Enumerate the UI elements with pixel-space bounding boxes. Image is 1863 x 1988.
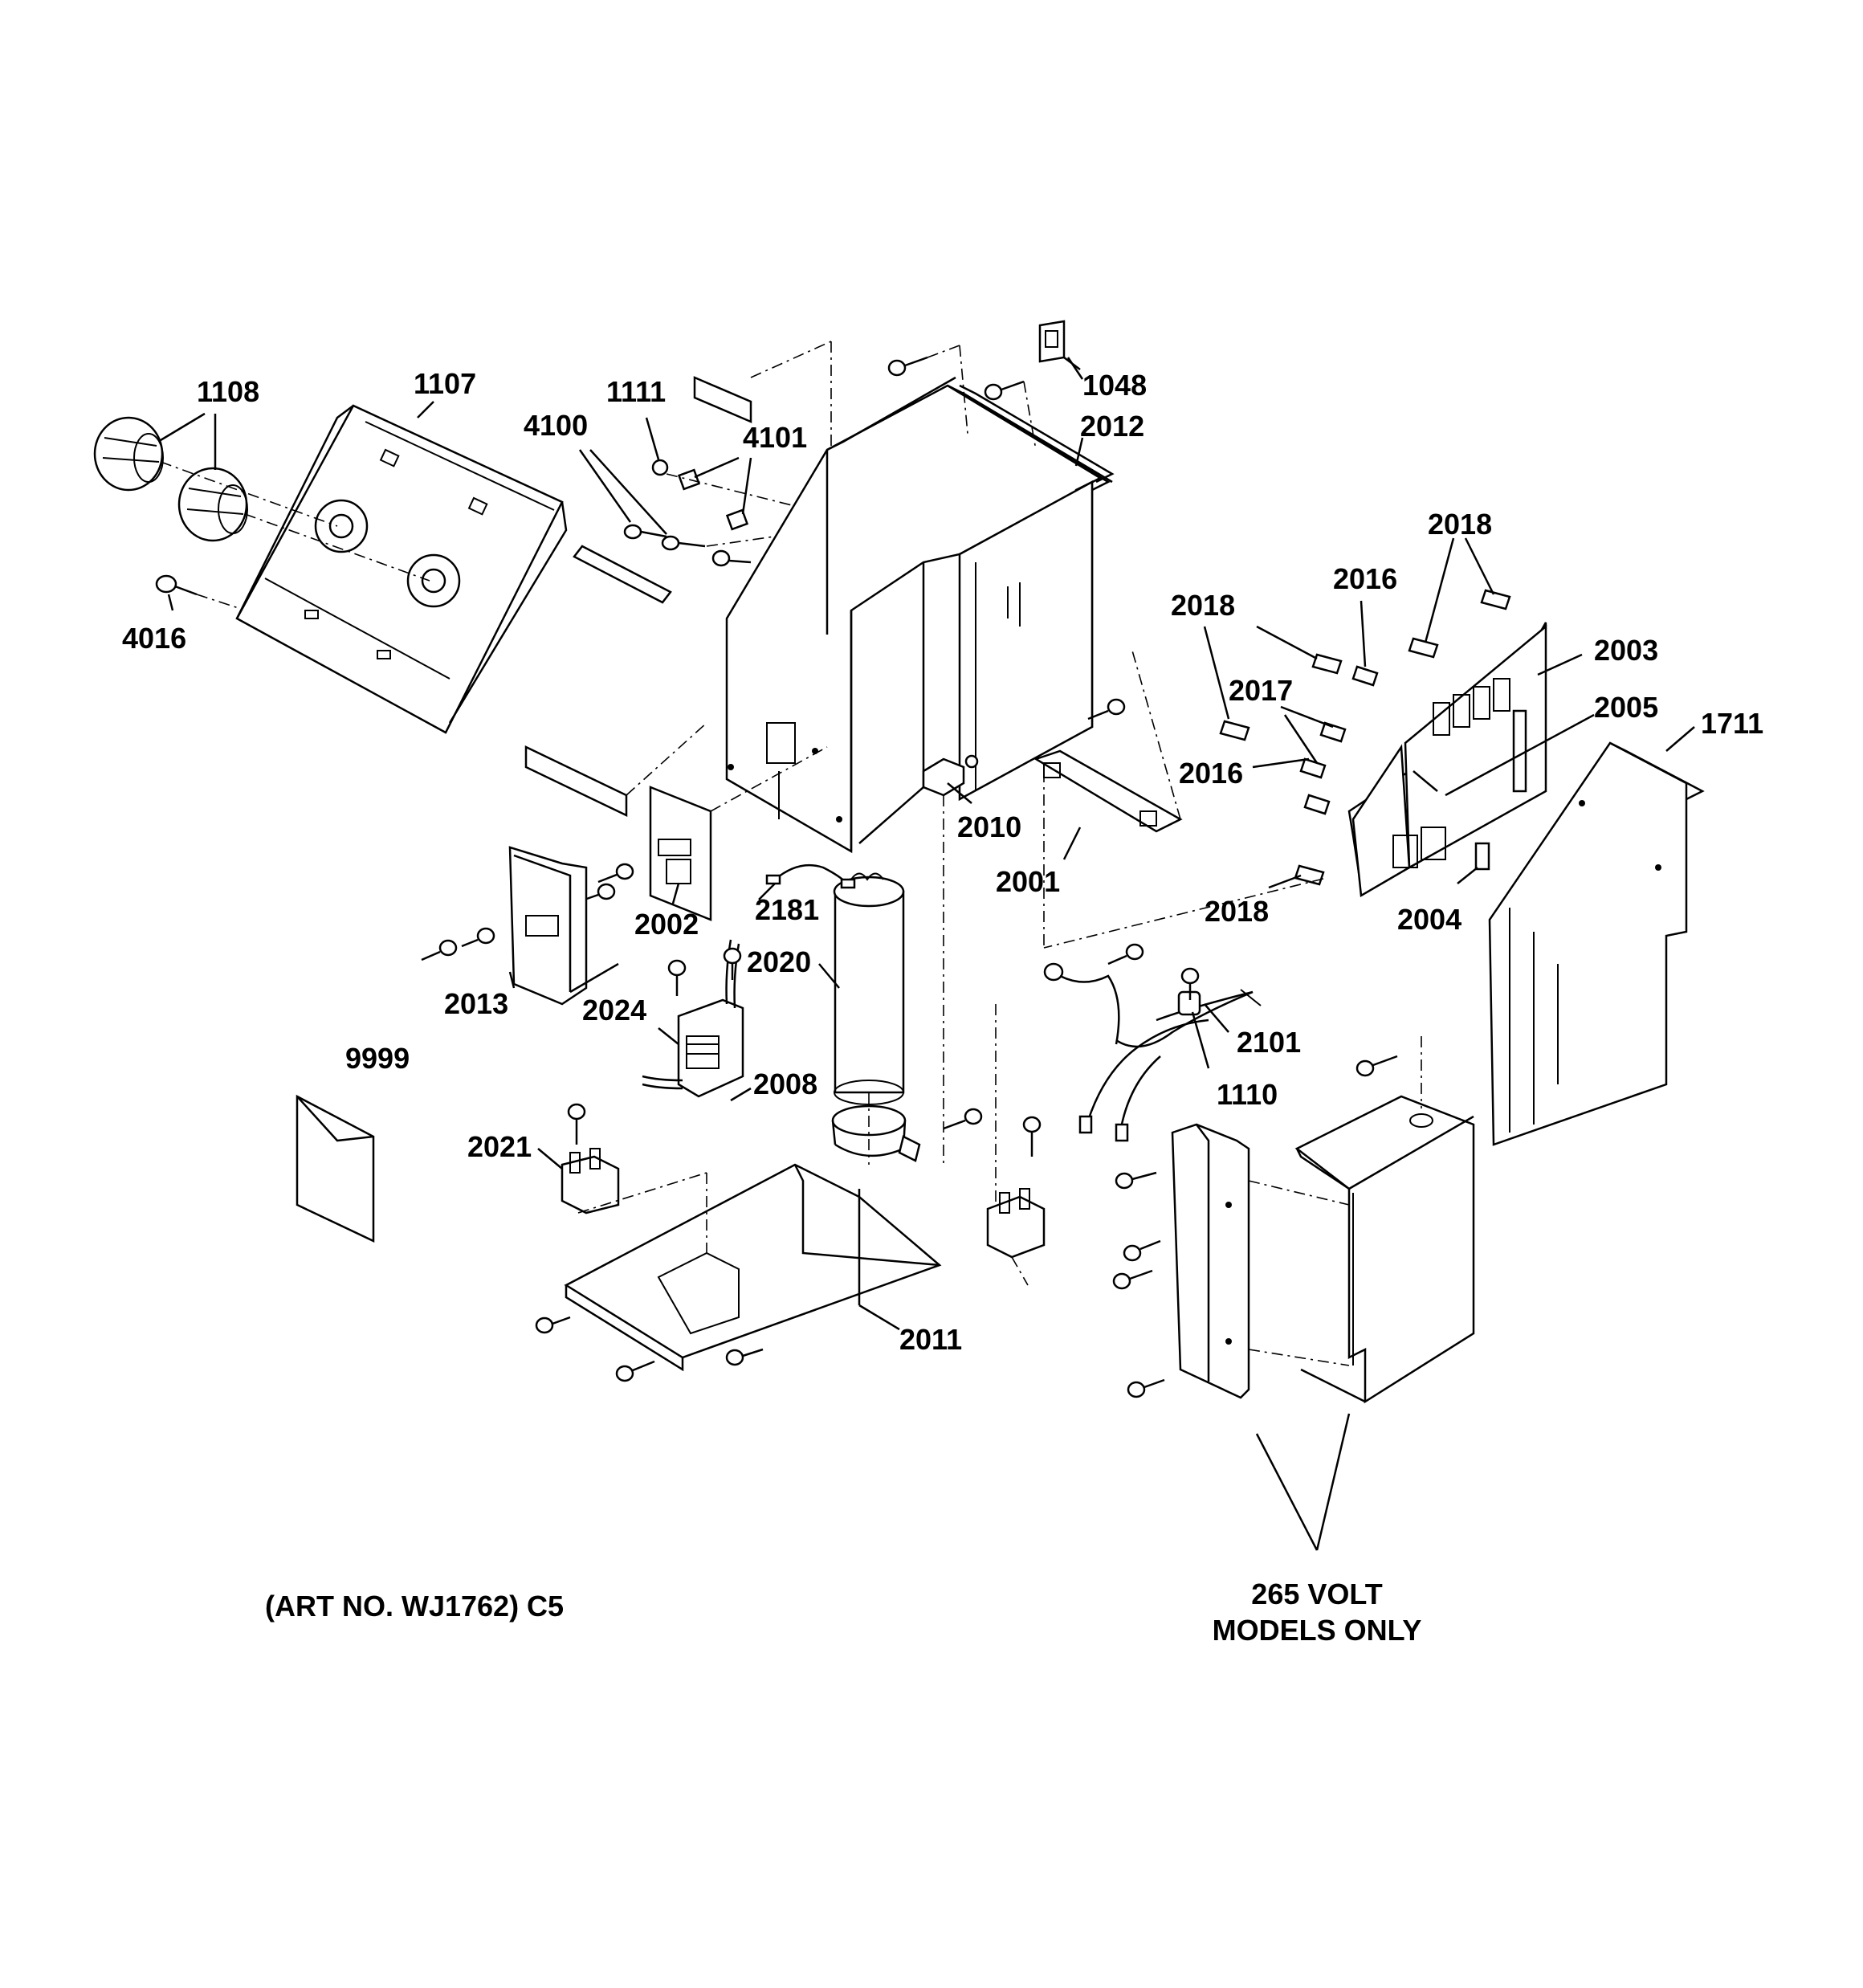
part-label-2018-upper: 2018 [1428,508,1492,541]
relay-2010-drawing [922,754,997,1237]
part-label-2003: 2003 [1594,634,1658,667]
leader-lines [160,357,1695,1551]
part-label-2021: 2021 [467,1130,532,1163]
circuit-board-2003-drawing [1347,622,1547,898]
part-label-2017: 2017 [1229,674,1293,707]
envelope-drawing [296,1094,375,1243]
voltage-note-line2: MODELS ONLY [1213,1614,1422,1647]
part-label-1107: 1107 [414,367,476,400]
control-panel-drawing [235,404,568,734]
relay-2021-drawing [561,1103,620,1214]
part-label-2004: 2004 [1397,903,1461,936]
part-label-2012: 2012 [1080,410,1144,443]
part-label-1711: 1711 [1701,707,1763,740]
part-label-1108: 1108 [197,375,259,408]
part-label-1110: 1110 [1217,1078,1278,1111]
base-plate-2011-drawing [535,1108,983,1382]
bracket-265v-drawing [1112,1123,1250,1399]
part-label-1048: 1048 [1082,369,1147,402]
voltage-note-line1: 265 VOLT [1251,1578,1382,1610]
notes: 265 VOLT MODELS ONLY (ART NO. WJ1762) C5 [265,1578,1421,1647]
part-labels: 1108 1107 1111 4100 4101 4016 1048 2012 … [122,367,1763,1356]
part-label-4100: 4100 [524,409,588,442]
part-label-4101: 4101 [743,421,807,454]
hardware-fasteners-drawing [623,459,828,551]
cover-265v-drawing [1248,1036,1475,1404]
board-2001-drawing [1033,650,1183,948]
wire-2181-drawing [765,863,856,889]
screws-top-drawing [711,345,1126,720]
enclosure-2013-drawing [421,846,619,1006]
part-label-9999: 9999 [345,1042,410,1075]
switch-drawing [1038,320,1081,370]
screw-drawing [155,574,242,610]
transformer-drawing [642,939,744,1098]
part-label-2018-left: 2018 [1171,589,1235,622]
part-label-2101: 2101 [1237,1026,1301,1059]
part-label-2016-lower: 2016 [1179,757,1243,790]
relay-lower-drawing [986,1116,1046,1286]
control-box-drawing [725,376,1115,854]
part-label-1111: 1111 [606,375,666,408]
bracket-bars-drawing [524,341,832,817]
part-label-2016-upper: 2016 [1333,562,1397,595]
part-label-2013: 2013 [444,987,508,1020]
part-label-2018-lower: 2018 [1205,895,1269,928]
part-label-2020: 2020 [747,945,811,978]
art-number-caption: (ART NO. WJ1762) C5 [265,1590,564,1623]
circuit-board-2002-drawing [579,746,828,921]
capacitor-drawing [831,872,921,1165]
terminals-drawing [1043,589,1511,949]
part-label-2010: 2010 [957,810,1021,843]
part-label-2008: 2008 [753,1067,817,1100]
part-label-2001: 2001 [996,865,1060,898]
ground-wire-drawing [1043,943,1262,1142]
knob-drawing [93,416,430,582]
part-label-2011: 2011 [899,1323,962,1356]
part-label-4016: 4016 [122,622,186,655]
part-label-2024: 2024 [582,994,646,1027]
side-panel-1711-drawing [1488,741,1705,1146]
part-label-2002: 2002 [634,908,699,941]
part-label-2181: 2181 [755,893,819,926]
part-label-2005: 2005 [1594,691,1658,724]
